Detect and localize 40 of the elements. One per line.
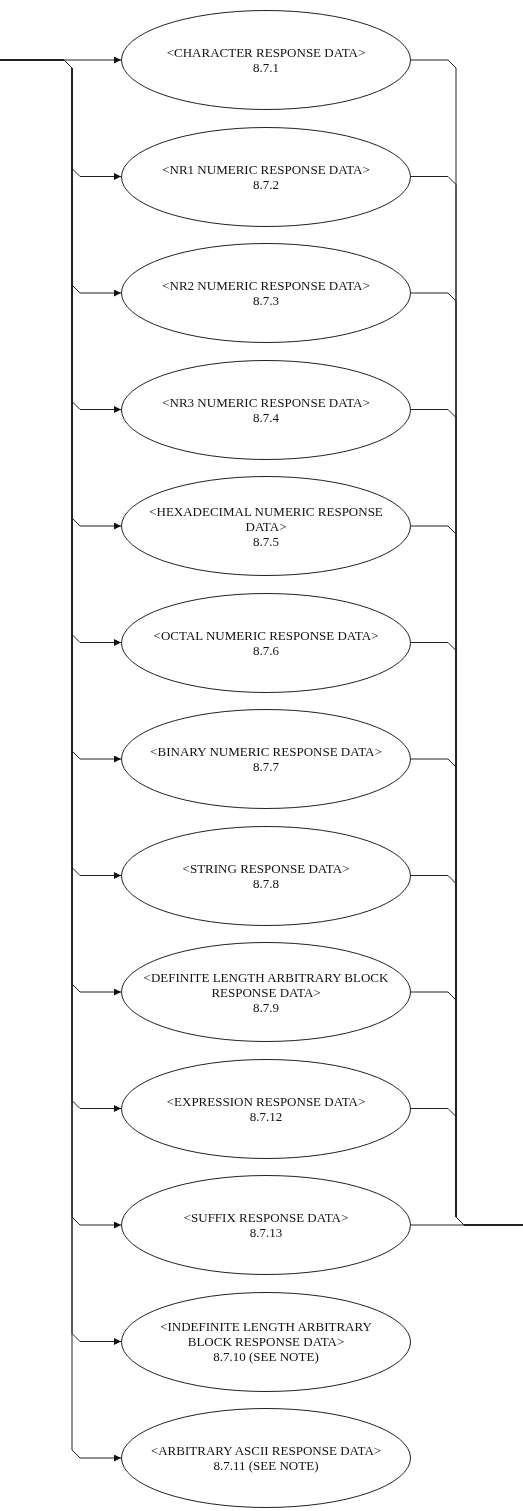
node-label: <NR2 NUMERIC RESPONSE DATA> [162,278,370,293]
ellipse-node [121,709,411,809]
ellipse-node [121,10,411,110]
section-number: 8.7.4 [253,409,279,425]
ellipse-node [121,126,411,227]
ellipse-node [121,476,411,576]
node-label: <ARBITRARY ASCII RESPONSE DATA> [150,1443,382,1458]
section-number: 8.7.7 [253,759,279,774]
section-number: 8.7.13 [249,1225,283,1240]
section-number: 8.7.3 [253,293,279,308]
section-number: 8.7.1 [253,60,279,75]
node-label: <INDEFINITE LENGTH ARBITRARY BLOCK RESPONSE DATA> [159,1319,373,1349]
ellipse-node [121,1291,411,1392]
node-label: <NR3 NUMERIC RESPONSE DATA> [162,394,370,410]
node-label: <CHARACTER RESPONSE DATA> [166,45,366,60]
ellipse-node [121,243,411,343]
node-label: <OCTAL NUMERIC RESPONSE DATA> [153,627,379,643]
node-label: <NR1 NUMERIC RESPONSE DATA> [162,161,370,177]
section-number: 8.7.8 [253,875,279,891]
node-label: <SUFFIX RESPONSE DATA> [183,1210,349,1225]
connector-line [410,1224,523,1226]
node-label: <DEFINITE LENGTH ARBITRARY BLOCK RESPONSE DATA> [142,969,390,1000]
section-number: 8.7.12 [249,1108,283,1124]
ellipse-node [121,1175,411,1275]
ellipse-node [121,1408,411,1508]
ellipse-node [121,359,411,460]
section-number: 8.7.6 [253,642,279,658]
node-label: <BINARY NUMERIC RESPONSE DATA> [150,744,382,759]
ellipse-node [121,942,411,1042]
section-number: 8.7.11 (SEE NOTE) [213,1458,319,1473]
ellipse-node [121,825,411,926]
node-label: <EXPRESSION RESPONSE DATA> [166,1093,366,1109]
ellipse-node [121,592,411,693]
ellipse-node [121,1058,411,1159]
section-number: 8.7.2 [253,176,279,192]
section-number: 8.7.9 [253,999,279,1015]
section-number: 8.7.5 [253,533,279,549]
node-label: <HEXADECIMAL NUMERIC RESPONSE DATA> [148,503,384,534]
node-label: <STRING RESPONSE DATA> [182,860,350,876]
section-number: 8.7.10 (SEE NOTE) [213,1349,319,1364]
